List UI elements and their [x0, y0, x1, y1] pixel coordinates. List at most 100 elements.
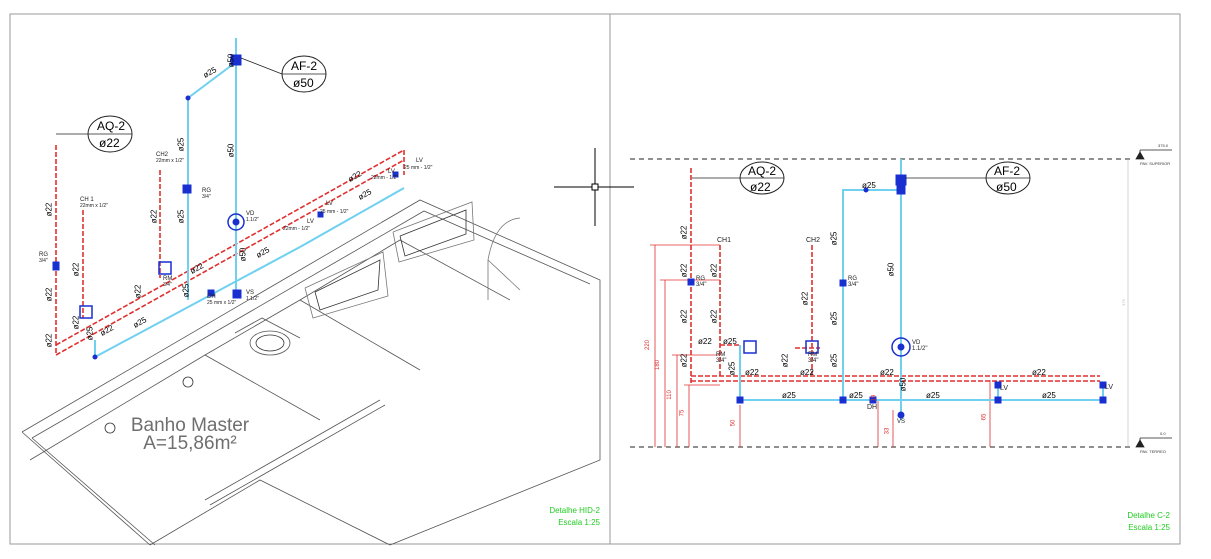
diam-tag: ø22 [800, 291, 810, 306]
callout-aq2-left-top: AQ-2 [97, 119, 126, 133]
callout-aq2-left [56, 115, 133, 153]
bathroom-floorplan [21, 199, 601, 546]
label-vs-size-left: 1.1/2" [246, 296, 259, 302]
diam-tag: ø22 [709, 263, 719, 278]
diam-tag: ø25 [782, 391, 796, 400]
detail-scale-left: Escala 1:25 [558, 518, 600, 527]
label-rg2-right: RG [848, 276, 857, 282]
label-dh-right: DH [867, 404, 878, 411]
label-dh-size-left: 25 mm x 1/2" [207, 300, 237, 306]
callout-af2-left-bottom: ø50 [293, 76, 314, 90]
callout-af2-right [905, 161, 1031, 195]
room-name: Banho Master [130, 415, 250, 436]
label-rm1-right: RM [716, 352, 726, 358]
diam-tag: ø25 [829, 231, 839, 246]
label-vd-size-left: 1.1/2" [246, 217, 259, 223]
dim-text: 75 [679, 409, 686, 417]
label-vd-left: VD [246, 211, 255, 217]
label-rg1-right: RG [696, 276, 705, 282]
label-rg-left: RG [39, 252, 48, 258]
fittings-left [52, 54, 399, 360]
crosshair-cursor-icon [554, 148, 634, 226]
diam-tag: ø25 [723, 337, 737, 346]
diam-tag: ø25 [829, 311, 839, 326]
label-rg-size-left: 3/4" [39, 258, 48, 264]
diam-tag: ø22 [880, 368, 894, 377]
callout-aq2-right-top: AQ-2 [748, 164, 777, 178]
dim-text: 65 [981, 413, 988, 421]
diam-tag: ø50 [226, 53, 236, 68]
diam-tag: ø22 [800, 368, 814, 377]
label-vd-size-right: 1.1/2" [912, 346, 928, 352]
label-ch1-size-left: 22mm x 1/2" [80, 203, 108, 209]
label-rm1-size-right: 3/4" [716, 358, 727, 364]
diam-tag: ø25 [862, 181, 876, 190]
dim-text: 33 [884, 427, 891, 435]
label-vd-right: VD [912, 340, 921, 346]
diam-tag: ø25 [181, 283, 191, 298]
detail-title-left: Detalhe HID-2 [549, 506, 600, 515]
callout-af2-right-top: AF-2 [994, 164, 1021, 178]
label-lv1-right: LV [1000, 385, 1009, 392]
cold-pipes-right [739, 159, 1104, 420]
label-ch2-right: CH2 [806, 237, 821, 244]
room-area: A=15,86m² [143, 433, 237, 454]
diam-tag: ø22 [71, 262, 81, 277]
diam-tag: ø25 [849, 391, 863, 400]
label-ch2-size-left: 22mm x 1/2" [156, 158, 184, 164]
label-vs-right: VS [897, 419, 906, 425]
label-rg-mid: RG [202, 188, 211, 194]
label-rg-mid-size: 3/4" [202, 194, 211, 200]
diam-tag: ø22 [44, 333, 54, 348]
diam-tag: ø22 [679, 225, 689, 240]
detail-scale-right: Escala 1:25 [1128, 523, 1170, 532]
label-lv1-left: LV [307, 219, 314, 225]
diam-tag: ø22 [745, 368, 759, 377]
diam-tag: ø25 [727, 361, 737, 376]
level-top-value: 375.0 [1158, 143, 1169, 148]
fittings-right [687, 174, 1107, 419]
label-rm-size-left: 3/4" [163, 282, 172, 288]
diam-tag: ø25 [926, 391, 940, 400]
diam-tag: ø22 [133, 284, 143, 299]
diam-tag: ø22 [709, 309, 719, 324]
diam-tag: ø22 [679, 309, 689, 324]
diam-tag: ø22 [780, 353, 790, 368]
callout-aq2-right-bottom: ø22 [750, 180, 771, 194]
label-ch2-left: CH2 [156, 152, 169, 158]
hot-pipes-left [55, 145, 405, 356]
label-rg1-size-right: 3/4" [696, 282, 707, 288]
dim-text: 19 [871, 394, 878, 402]
diam-tag: ø22 [149, 209, 159, 224]
dim-text: 220 [645, 339, 652, 351]
dim-text: 180 [655, 359, 662, 371]
diam-tag: ø50 [238, 247, 248, 262]
label-lv1-size-left: 22mm - 1/2" [283, 226, 311, 232]
label-lv4-left: LV [388, 169, 395, 175]
callout-af2-left [240, 55, 327, 93]
diam-tag: ø25 [1042, 391, 1056, 400]
diam-tag: ø22 [698, 337, 712, 346]
label-lv2-left: LV [326, 201, 333, 207]
label-ch1-left: CH 1 [80, 197, 94, 203]
label-lv2-right: LV [1105, 384, 1114, 391]
label-lv3-left: LV [416, 158, 423, 164]
label-rg2-size-right: 3/4" [848, 282, 859, 288]
detail-title-right: Detalhe C-2 [1127, 511, 1170, 520]
label-rm2-size-right: 3/4" [808, 358, 819, 364]
diam-tag: ø22 [1032, 368, 1046, 377]
diam-tag: ø22 [679, 263, 689, 278]
label-ch1-right: CH1 [717, 237, 732, 244]
label-rm2-right: RM [808, 352, 818, 358]
diam-tag: ø22 [679, 353, 689, 368]
diam-tag: ø22 [71, 315, 81, 330]
diam-tag: ø50 [898, 377, 908, 392]
label-rm-left: RM [163, 276, 173, 282]
level-bot-name: PAV. TERREO [1140, 449, 1166, 454]
cold-pipes-left [94, 38, 405, 358]
hot-pipes-right [690, 168, 1100, 385]
callout-af2-right-bottom: ø50 [996, 180, 1017, 194]
callout-aq2-right [692, 161, 785, 195]
callout-af2-left-top: AF-2 [291, 59, 318, 73]
